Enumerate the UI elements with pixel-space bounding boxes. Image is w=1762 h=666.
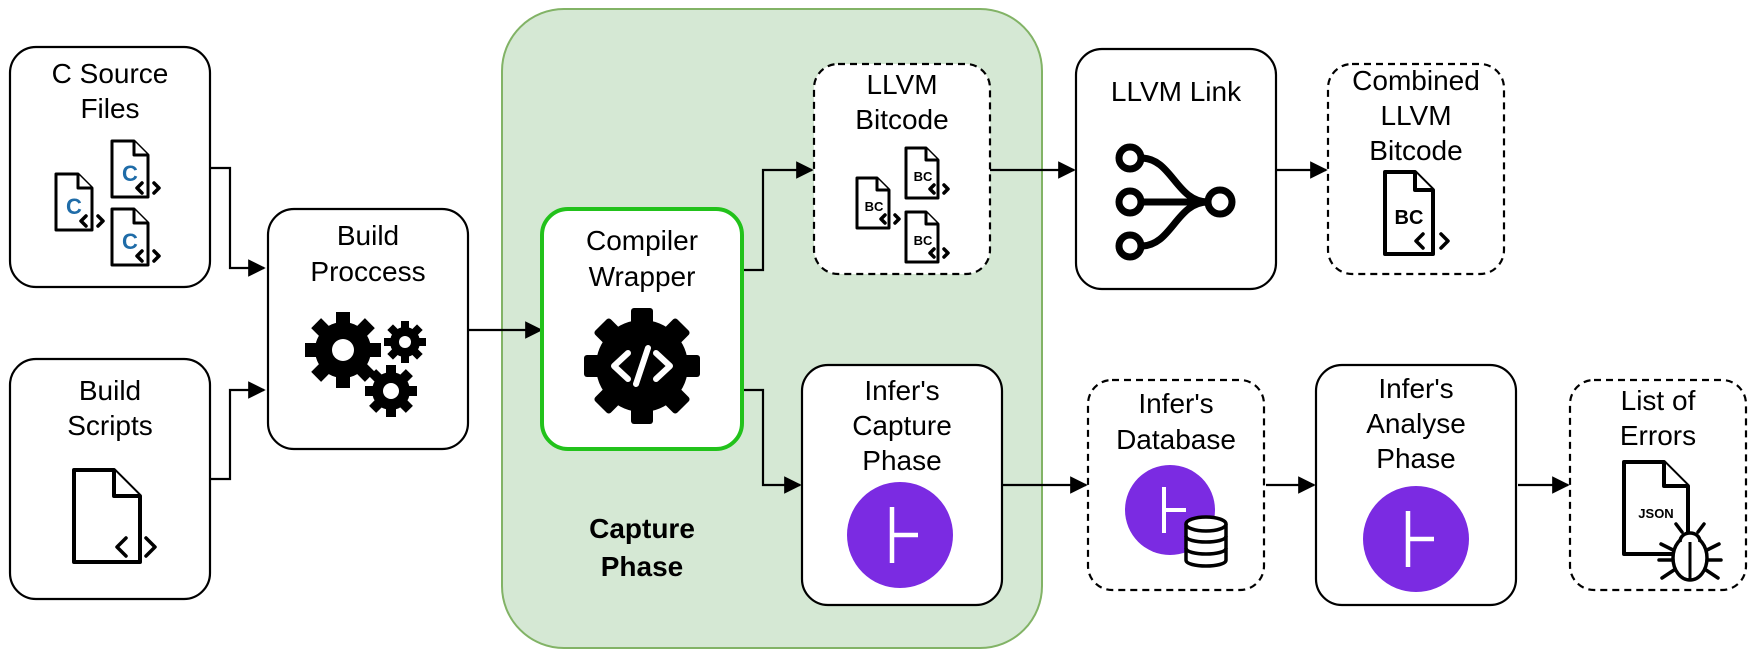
node-llvm-link[interactable]: LLVM Link xyxy=(1074,47,1278,291)
combined-label-line1: Combined xyxy=(1352,65,1480,96)
edge-wrapper-to-bitcode xyxy=(742,161,814,272)
build-process-label-line2: Proccess xyxy=(310,256,425,287)
merge-icon xyxy=(1115,143,1236,261)
build-scripts-label-line1: Build xyxy=(79,375,141,406)
bug-icon xyxy=(1657,522,1723,582)
json-tag: JSON xyxy=(1638,506,1673,521)
infer-database-label-line1: Infer's xyxy=(1138,388,1213,419)
list-errors-label-line2: Errors xyxy=(1620,420,1696,451)
node-infer-analyse-phase[interactable]: Infer's Analyse Phase xyxy=(1314,363,1518,607)
c-source-files-icon: C C C xyxy=(54,139,161,267)
capture-phase-label-line2: Phase xyxy=(601,551,684,582)
node-infer-database[interactable]: Infer's Database xyxy=(1086,378,1266,592)
c-letter: C xyxy=(122,229,138,254)
infer-logo-icon xyxy=(1363,486,1469,592)
edge-wrapper-to-capture xyxy=(742,388,802,494)
compiler-wrapper-label-line1: Compiler xyxy=(586,225,698,256)
infer-capture-label-line1: Infer's xyxy=(864,375,939,406)
bitcode-files-icon: BC BC BC xyxy=(855,146,950,264)
c-source-label-line2: Files xyxy=(80,93,139,124)
bc-tag: BC xyxy=(914,169,933,184)
edges xyxy=(210,161,1570,494)
combined-label-line3: Bitcode xyxy=(1369,135,1462,166)
infer-logo-icon xyxy=(847,482,953,588)
infer-capture-label-line3: Phase xyxy=(862,445,941,476)
code-gear-icon xyxy=(584,308,700,424)
infer-capture-label-line2: Capture xyxy=(852,410,952,441)
build-scripts-label-line2: Scripts xyxy=(67,410,153,441)
llvm-bitcode-label-line2: Bitcode xyxy=(855,104,948,135)
infer-database-label-line2: Database xyxy=(1116,424,1236,455)
node-build-process[interactable]: Build Proccess xyxy=(266,207,470,451)
c-source-label-line1: C Source xyxy=(52,58,169,89)
node-c-source-files[interactable]: C Source Files C C C xyxy=(8,45,212,289)
script-file-icon xyxy=(72,468,157,564)
node-list-of-errors[interactable]: List of Errors JSON xyxy=(1568,378,1748,592)
infer-analyse-label-line1: Infer's xyxy=(1378,373,1453,404)
list-errors-label-line1: List of xyxy=(1621,385,1696,416)
json-bug-icon: JSON xyxy=(1622,460,1723,582)
c-letter: C xyxy=(122,161,138,186)
edge-c-source-to-build xyxy=(210,166,266,277)
bc-tag: BC xyxy=(914,233,933,248)
node-llvm-bitcode[interactable]: LLVM Bitcode BC BC BC xyxy=(812,62,992,276)
node-infer-capture-phase[interactable]: Infer's Capture Phase xyxy=(800,363,1004,607)
node-combined-llvm-bitcode[interactable]: Combined LLVM Bitcode BC xyxy=(1326,62,1506,276)
edge-scripts-to-build xyxy=(210,381,266,481)
infer-analyse-label-line3: Phase xyxy=(1376,443,1455,474)
c-letter: C xyxy=(66,194,82,219)
bc-tag: BC xyxy=(1395,207,1424,229)
node-build-scripts[interactable]: Build Scripts xyxy=(8,357,212,601)
llvm-link-label: LLVM Link xyxy=(1111,76,1242,107)
compiler-wrapper-label-line2: Wrapper xyxy=(589,261,696,292)
node-compiler-wrapper[interactable]: Compiler Wrapper xyxy=(540,207,744,451)
bitcode-file-icon: BC xyxy=(1383,170,1450,256)
infer-analyse-label-line2: Analyse xyxy=(1366,408,1466,439)
combined-label-line2: LLVM xyxy=(1380,100,1451,131)
llvm-bitcode-label-line1: LLVM xyxy=(866,69,937,100)
capture-phase-label-line1: Capture xyxy=(589,513,695,544)
build-process-label-line1: Build xyxy=(337,220,399,251)
bc-tag: BC xyxy=(865,199,884,214)
infer-database-icon xyxy=(1125,465,1228,568)
